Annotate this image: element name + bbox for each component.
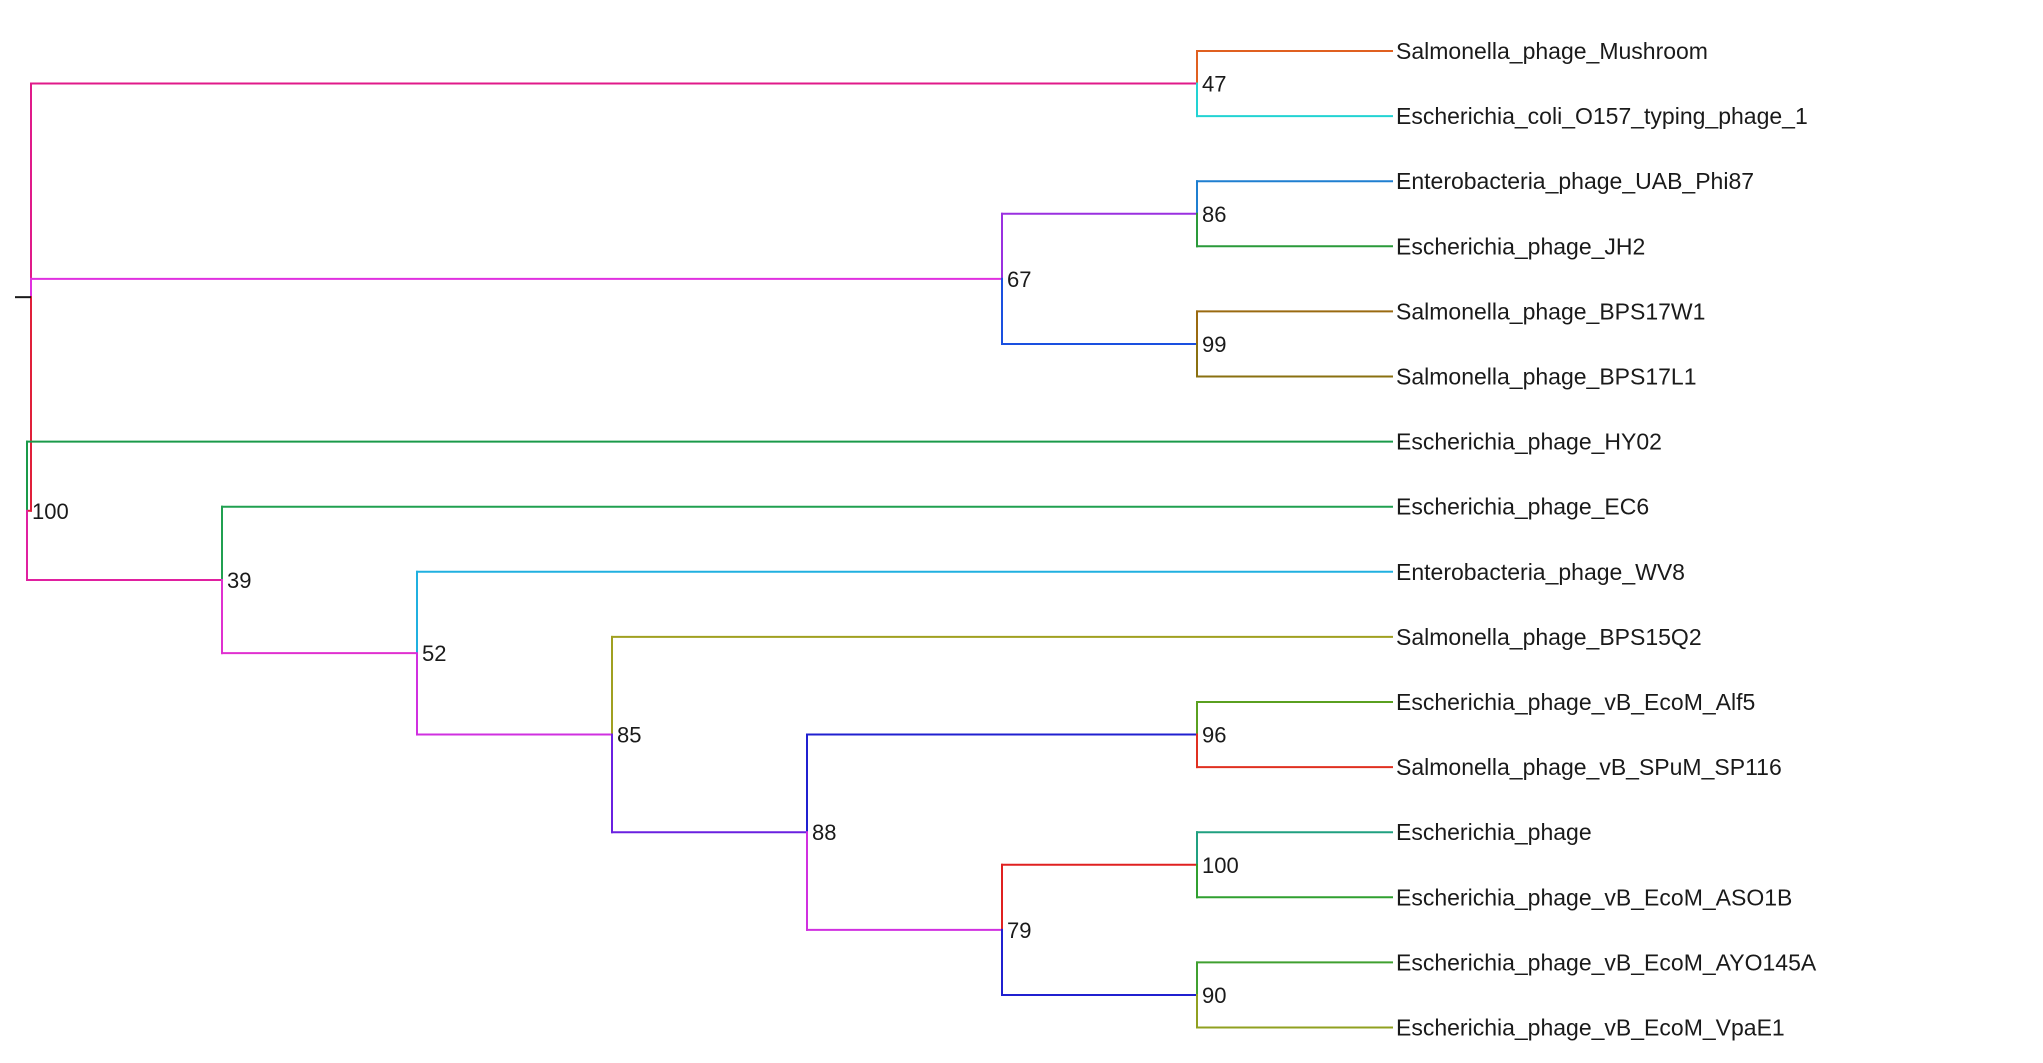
leaf-label: Escherichia_phage_vB_EcoM_ASO1B	[1396, 884, 1792, 910]
leaf-label: Enterobacteria_phage_UAB_Phi87	[1396, 168, 1754, 194]
bootstrap-value: 79	[1007, 918, 1031, 943]
bootstrap-value: 90	[1202, 983, 1226, 1008]
tree-branches	[26, 50, 1393, 1029]
bootstrap-value: 86	[1202, 202, 1226, 227]
bootstrap-value: 52	[422, 641, 446, 666]
leaf-labels: Salmonella_phage_MushroomEscherichia_col…	[1396, 38, 1817, 1041]
leaf-label: Escherichia_phage_JH2	[1396, 233, 1645, 259]
bootstrap-value: 99	[1202, 332, 1226, 357]
bootstrap-support-values: 47 86 99 67 96 100 90 79 88 85 52 39 100	[32, 72, 1239, 1008]
leaf-label: Enterobacteria_phage_WV8	[1396, 559, 1685, 585]
leaf-label: Escherichia_phage	[1396, 819, 1592, 845]
bootstrap-value: 88	[812, 820, 836, 845]
leaf-label: Escherichia_coli_O157_typing_phage_1	[1396, 103, 1808, 129]
leaf-label: Salmonella_phage_Mushroom	[1396, 38, 1708, 64]
leaf-label: Salmonella_phage_BPS17W1	[1396, 298, 1705, 324]
bootstrap-value: 39	[227, 568, 251, 593]
leaf-label: Salmonella_phage_vB_SPuM_SP116	[1396, 754, 1782, 780]
bootstrap-value: 96	[1202, 723, 1226, 748]
bootstrap-value: 100	[32, 499, 69, 524]
bootstrap-value: 85	[617, 723, 641, 748]
leaf-label: Escherichia_phage_EC6	[1396, 494, 1649, 520]
leaf-label: Salmonella_phage_BPS17L1	[1396, 364, 1697, 390]
leaf-label: Salmonella_phage_BPS15Q2	[1396, 624, 1702, 650]
leaf-label: Escherichia_phage_vB_EcoM_AYO145A	[1396, 949, 1817, 975]
leaf-label: Escherichia_phage_vB_EcoM_VpaE1	[1396, 1015, 1785, 1041]
leaf-label: Escherichia_phage_HY02	[1396, 429, 1662, 455]
bootstrap-value: 67	[1007, 267, 1031, 292]
leaf-label: Escherichia_phage_vB_EcoM_Alf5	[1396, 689, 1755, 715]
bootstrap-value: 100	[1202, 853, 1239, 878]
bootstrap-value: 47	[1202, 72, 1226, 97]
